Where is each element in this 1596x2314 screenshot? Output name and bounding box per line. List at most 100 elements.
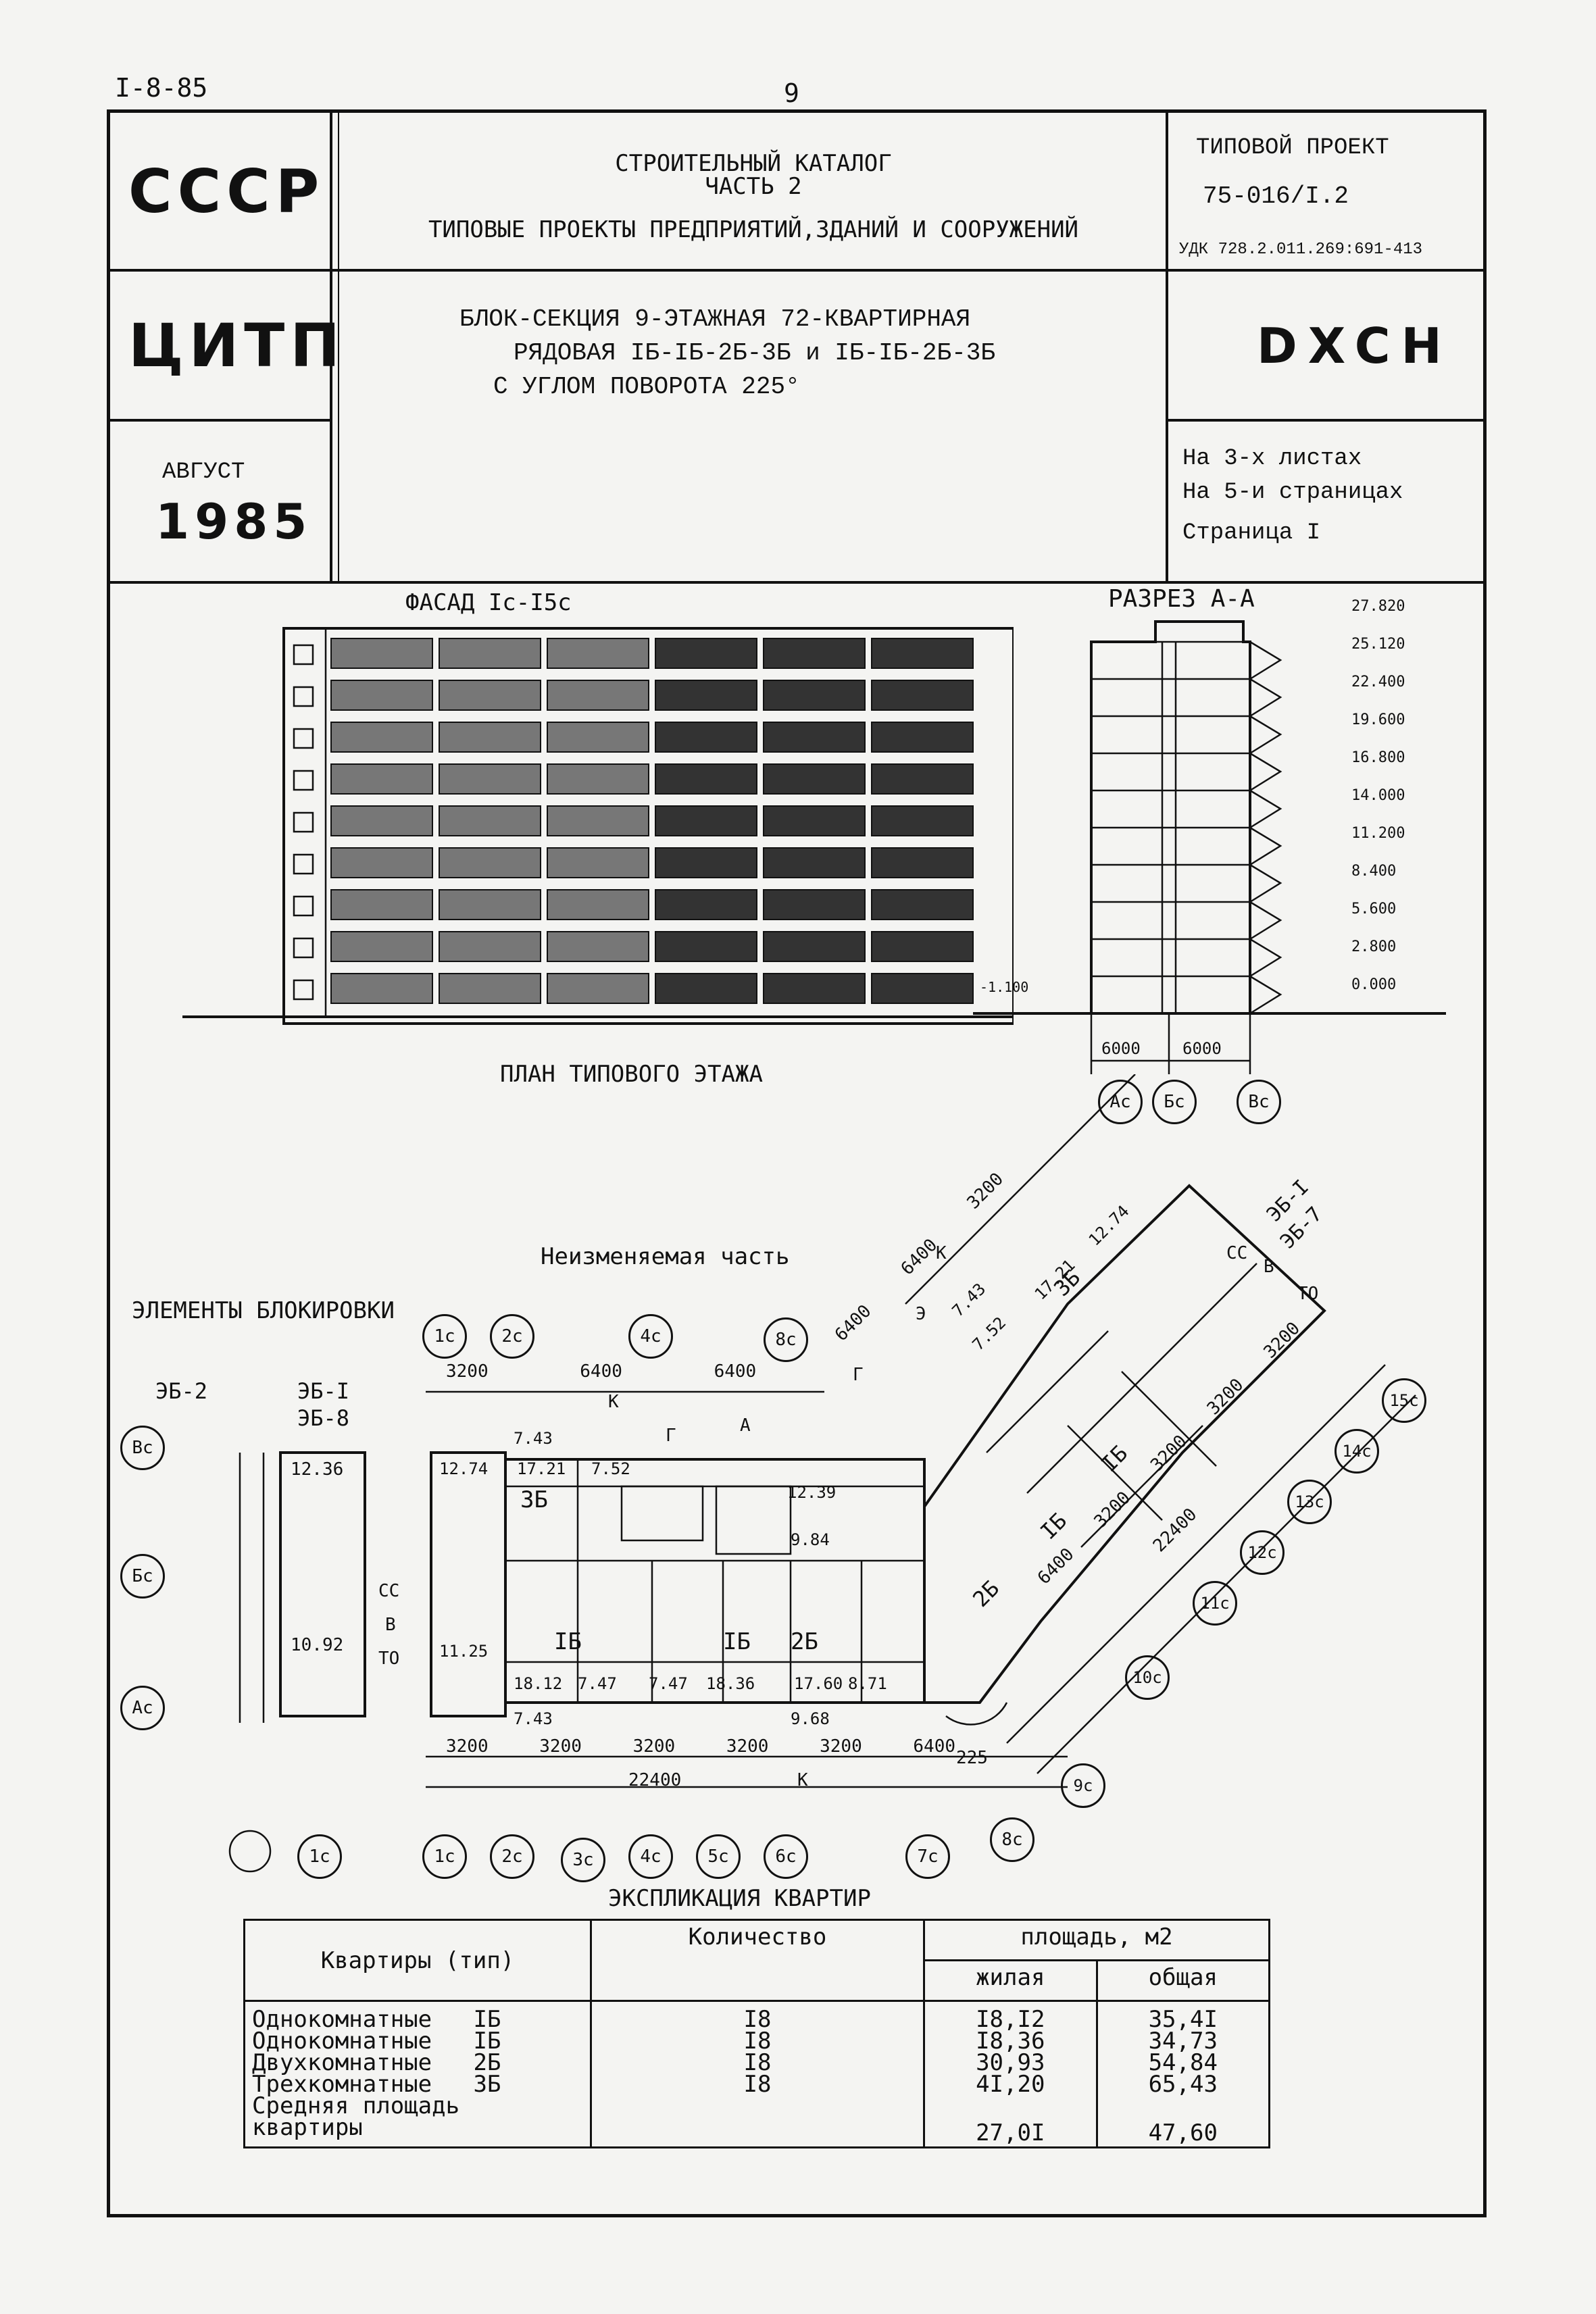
facade-balcony (439, 931, 541, 962)
facade-balcony (439, 763, 541, 795)
count-value: I8 (743, 2049, 772, 2076)
section-stair-flight (1249, 752, 1282, 792)
facade-window (293, 686, 314, 707)
section-stair-flight (1249, 863, 1282, 903)
axis-bubble: 1с (422, 1314, 467, 1359)
total-value: 35,4I (1148, 2006, 1218, 2033)
apartment-name: Однокомнатные (252, 2006, 432, 2033)
axis-bubble: 8с (764, 1317, 808, 1362)
facade-balcony (439, 722, 541, 753)
axis-bubble: 1с (297, 1834, 342, 1879)
facade-balcony (871, 847, 974, 878)
plan-letter: А (740, 1415, 751, 1436)
count-value: I8 (743, 2071, 772, 2098)
room-area: 7.47 (649, 1674, 688, 1693)
room-area: 11.25 (439, 1642, 489, 1661)
axis-bubble: 4с (628, 1834, 673, 1879)
plan-dims-bottom: 3200 3200 3200 3200 3200 6400 (446, 1736, 955, 1757)
facade-balcony (439, 847, 541, 878)
apartment-tag: IБ (723, 1628, 751, 1655)
facade-stair-column (282, 627, 327, 1018)
total-value: 54,84 (1148, 2049, 1218, 2076)
section-axis-label: Бс (1152, 1080, 1197, 1124)
room-area: 7.47 (578, 1674, 617, 1693)
section-stair-flight (1249, 715, 1282, 755)
catalog-title: СТРОИТЕЛЬНЫЙ КАТАЛОГ (615, 150, 892, 177)
apartment-type: 3Б (473, 2071, 501, 2098)
plan-dim: 6400 (913, 1736, 956, 1757)
section-title-line-3: С УГЛОМ ПОВОРОТА 225° (493, 373, 800, 401)
avg-living: 27,0I (976, 2119, 1045, 2146)
level-mark: 14.000 (1351, 787, 1405, 804)
facade-balcony (547, 931, 649, 962)
facade-balcony (330, 847, 433, 878)
facade-balcony (871, 931, 974, 962)
header-divider (107, 581, 1487, 584)
room-area: 18.12 (514, 1674, 563, 1693)
room-area: 17.21 (517, 1459, 566, 1478)
facade-windows (293, 644, 314, 1001)
apartment-type: IБ (473, 2006, 501, 2033)
section-stair-flight (1249, 789, 1282, 829)
room-area: 7.52 (591, 1459, 630, 1478)
element-label: ЭБ-I (297, 1378, 350, 1404)
count-value: I8 (743, 2028, 772, 2055)
document-code: I-8-85 (115, 73, 208, 103)
axis-bubble: 2с (490, 1314, 534, 1359)
page-frame (107, 109, 1487, 2217)
section-floors (1091, 640, 1250, 978)
axis-bubble: Ас (120, 1686, 165, 1730)
udk-code: УДК 728.2.011.269:691-413 (1179, 241, 1423, 259)
apartment-name: Трехкомнатные (252, 2071, 432, 2098)
axis-bubble: Бс (120, 1554, 165, 1599)
level-mark: 5.600 (1351, 901, 1397, 917)
room-area: 12.39 (787, 1483, 837, 1502)
plan-wall (1067, 1425, 1163, 1521)
facade-balcony (547, 973, 649, 1004)
apartment-name: Однокомнатные (252, 2028, 432, 2055)
count-value: I8 (743, 2006, 772, 2033)
plan-dims-top: 3200 6400 6400 (446, 1361, 756, 1382)
axis-bubble: 12с (1240, 1530, 1285, 1575)
plan-dim: 3200 (446, 1736, 489, 1757)
facade-balcony (330, 722, 433, 753)
facade-title: ФАСАД Iс-I5с (405, 589, 572, 616)
type-cell: Однокомнатные IБ Однокомнатные IБ Двухко… (243, 2000, 592, 2148)
facade-balcony (330, 973, 433, 1004)
plan-letter: СС (378, 1581, 400, 1601)
plan-letter: В (1264, 1257, 1274, 1277)
level-mark: 16.800 (1351, 749, 1405, 766)
facade-balcony (330, 931, 433, 962)
level-mark: 25.120 (1351, 636, 1405, 653)
living-value: 4I,20 (976, 2071, 1045, 2098)
total-value: 65,43 (1148, 2071, 1218, 2098)
type-row: Однокомнатные IБ (252, 2028, 583, 2055)
header-living: жилая (923, 1959, 1098, 2002)
plan-dim: 3200 (820, 1736, 862, 1757)
facade-balcony (547, 722, 649, 753)
facade-window (293, 895, 314, 917)
blocking-elements-label: ЭЛЕМЕНТЫ БЛОКИРОВКИ (132, 1297, 395, 1324)
explication-table: Квартиры (тип) Количество площадь, м2 жи… (243, 1919, 1270, 2148)
plan-letter: СС (1226, 1243, 1248, 1263)
pages-count: На 5-и страницах (1182, 480, 1403, 505)
plan-letter: К (797, 1770, 808, 1790)
facade-balcony (330, 638, 433, 669)
section-title-line-2: РЯДОВАЯ IБ-IБ-2Б-3Б и IБ-IБ-2Б-3Б (514, 339, 995, 367)
facade-balcony (330, 805, 433, 836)
project-label: ТИПОВОЙ ПРОЕКТ (1196, 135, 1389, 161)
apartment-tag: 2Б (791, 1628, 818, 1655)
living-value: I8,I2 (976, 2006, 1045, 2033)
axis-bubble: 5с (696, 1834, 741, 1879)
facade-balcony (439, 805, 541, 836)
facade-balcony (871, 973, 974, 1004)
org-citp: ЦИТП (128, 311, 345, 380)
plan-letter: Г (666, 1426, 676, 1446)
facade-balcony (547, 847, 649, 878)
section-title: РАЗРЕЗ А-А (1108, 585, 1255, 613)
facade-balcony (763, 889, 866, 920)
blocking-element-eb2 (279, 1451, 366, 1717)
element-label: ЭБ-8 (297, 1405, 350, 1431)
total-cell: 35,4I 34,73 54,84 65,43 47,60 (1095, 2000, 1270, 2148)
axis-bubble: 14с (1335, 1429, 1379, 1474)
